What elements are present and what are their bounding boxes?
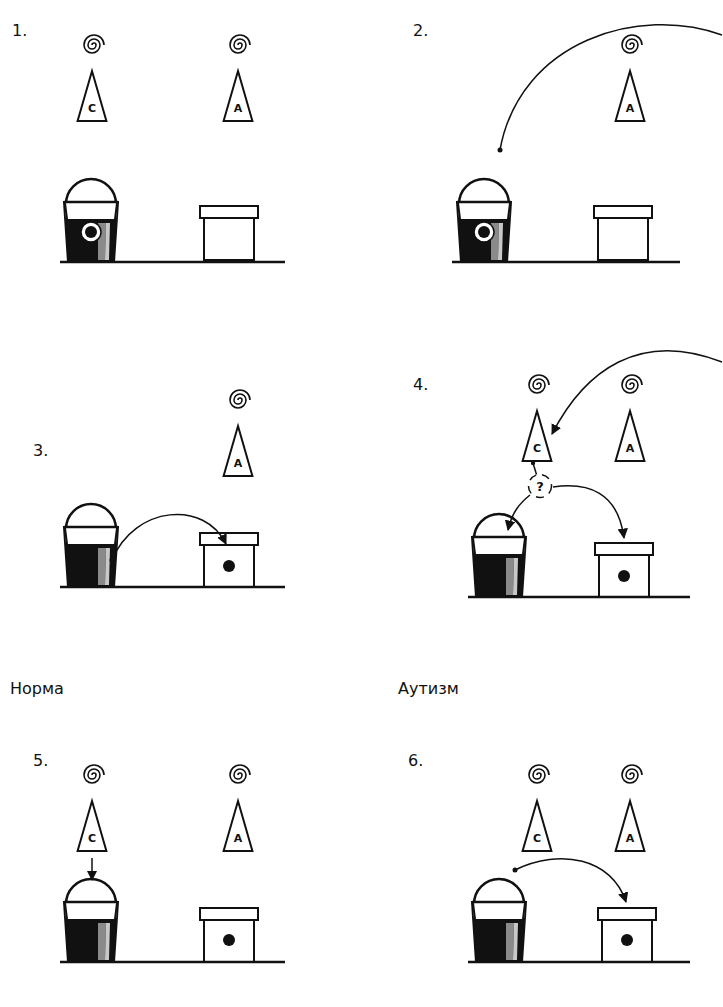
bucket xyxy=(457,179,511,262)
head-spiral xyxy=(622,765,642,783)
path-dot xyxy=(110,558,115,563)
head-spiral xyxy=(84,35,104,53)
bucket xyxy=(472,514,526,597)
ground-line xyxy=(60,261,285,264)
person-figure: А xyxy=(615,800,645,852)
bucket xyxy=(64,504,118,587)
ball xyxy=(478,226,490,238)
person-letter: А xyxy=(234,458,243,477)
person-letter: А xyxy=(626,103,635,122)
question-bubble: ? xyxy=(528,474,552,498)
guess-arrow xyxy=(553,486,624,538)
bucket xyxy=(472,879,526,962)
person-figure: С xyxy=(77,70,107,122)
person-letter: С xyxy=(533,443,541,462)
person-figure: А xyxy=(615,70,645,122)
box xyxy=(200,908,258,962)
person-letter: С xyxy=(533,833,541,852)
person-figure: С xyxy=(77,800,107,852)
person-letter: А xyxy=(234,103,243,122)
ball-ring xyxy=(474,222,494,242)
person-figure: А xyxy=(223,425,253,477)
bucket xyxy=(64,879,118,962)
box xyxy=(200,206,258,260)
ball xyxy=(223,560,235,572)
panel-number: 6. xyxy=(408,752,423,770)
panel-number: 2. xyxy=(413,22,428,40)
head-spiral xyxy=(230,390,250,408)
person-letter: А xyxy=(234,833,243,852)
group-heading: Аутизм xyxy=(398,680,459,698)
ball xyxy=(223,934,235,946)
head-spiral xyxy=(84,765,104,783)
panel-number: 3. xyxy=(33,442,48,460)
ground-line xyxy=(468,961,690,964)
ground-line xyxy=(452,261,680,264)
person-letter: С xyxy=(88,833,96,852)
ball xyxy=(621,934,633,946)
head-spiral xyxy=(622,375,642,393)
question-mark: ? xyxy=(536,480,544,493)
panel-number: 4. xyxy=(413,376,428,394)
box xyxy=(200,533,258,587)
path-dot xyxy=(498,148,503,153)
person-figure: А xyxy=(223,800,253,852)
box xyxy=(594,206,652,260)
person-figure: С xyxy=(522,410,552,462)
box xyxy=(595,543,653,597)
answer-arrow xyxy=(91,858,93,880)
return-arrow xyxy=(552,351,722,434)
move-arrow xyxy=(112,514,226,560)
exit-path xyxy=(500,25,722,150)
person-letter: С xyxy=(88,103,96,122)
ground-line xyxy=(60,586,285,589)
person-figure: А xyxy=(223,70,253,122)
guess-arrow xyxy=(508,495,530,530)
box xyxy=(598,908,656,962)
person-letter: А xyxy=(626,443,635,462)
head-spiral xyxy=(230,35,250,53)
panel-number: 5. xyxy=(33,752,48,770)
ground-line xyxy=(468,596,690,599)
person-figure: А xyxy=(615,410,645,462)
person-letter: А xyxy=(626,833,635,852)
group-heading: Норма xyxy=(10,680,64,698)
bucket xyxy=(64,179,118,262)
panel-number: 1. xyxy=(12,22,27,40)
head-spiral xyxy=(529,375,549,393)
head-spiral xyxy=(622,35,642,53)
head-spiral xyxy=(230,765,250,783)
ball xyxy=(618,570,630,582)
path-dot xyxy=(513,868,518,873)
ball-ring xyxy=(81,222,101,242)
person-figure: С xyxy=(522,800,552,852)
answer-arrow xyxy=(515,859,626,902)
ball xyxy=(85,226,97,238)
ground-line xyxy=(60,961,285,964)
head-spiral xyxy=(529,765,549,783)
